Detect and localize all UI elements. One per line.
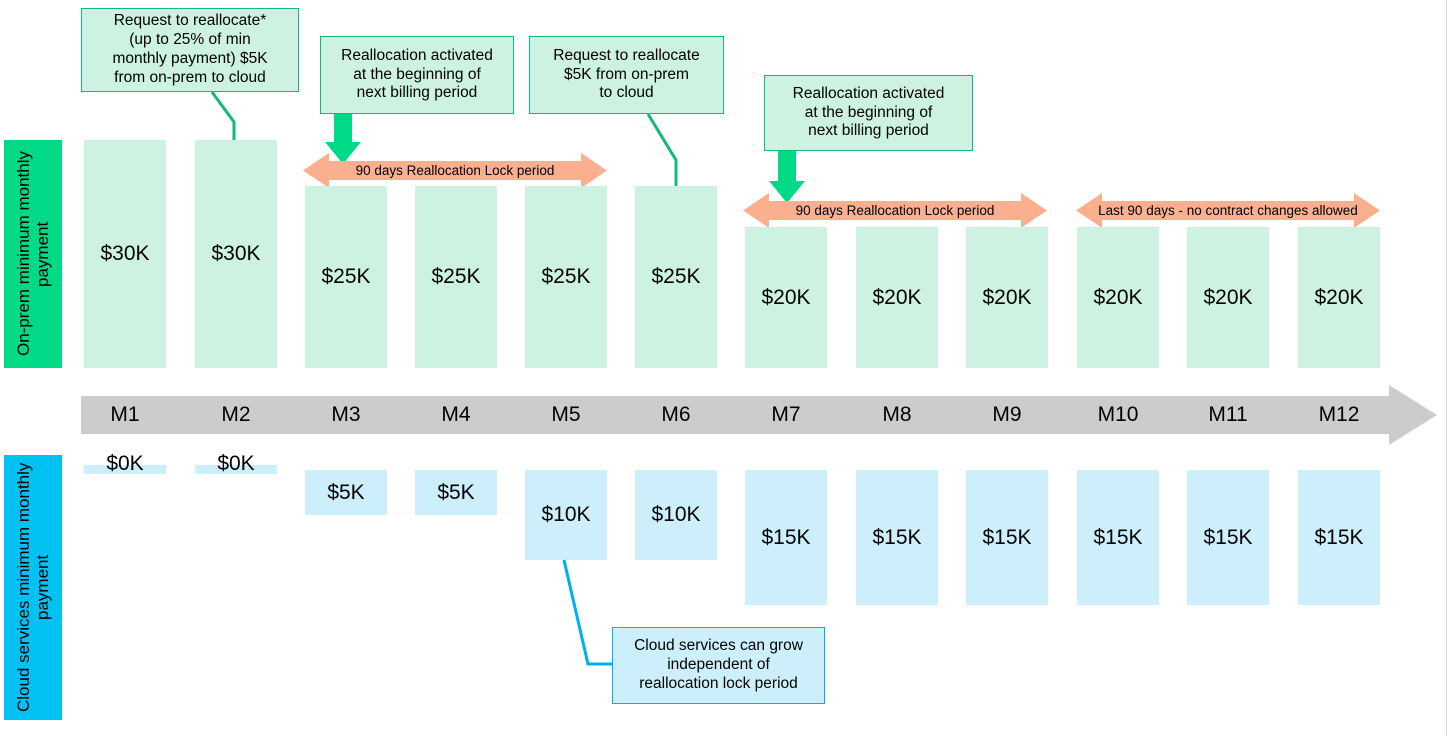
bar-onprem-m7: $20K bbox=[745, 227, 827, 368]
bar-onprem-m1: $30K bbox=[84, 140, 166, 368]
bar-onprem-m4-value: $25K bbox=[431, 265, 481, 288]
bar-cloud-m5-value: $10K bbox=[541, 503, 591, 526]
bar-cloud-m9: $15K bbox=[966, 470, 1048, 605]
bar-cloud-m12-value: $15K bbox=[1314, 525, 1364, 549]
cloud-row-label: Cloud services minimum monthly payment bbox=[4, 455, 62, 720]
lock-period-band-1: 90 days Reallocation Lock period bbox=[303, 153, 607, 188]
bar-cloud-m3-value: $5K bbox=[327, 480, 365, 504]
month-label-m6: M6 bbox=[661, 403, 691, 426]
bar-cloud-m5: $10K bbox=[525, 470, 607, 560]
bar-onprem-m5: $25K bbox=[525, 186, 607, 368]
bar-cloud-m3: $5K bbox=[305, 470, 387, 515]
month-label-m12: M12 bbox=[1318, 403, 1360, 426]
bar-cloud-m12: $15K bbox=[1298, 470, 1380, 605]
bar-cloud-m10-value: $15K bbox=[1093, 525, 1143, 549]
bar-onprem-m3: $25K bbox=[305, 186, 387, 368]
timeline-shaft bbox=[81, 396, 1391, 434]
bar-cloud-m1-value: $0K bbox=[106, 452, 144, 475]
leader-line-request-1 bbox=[210, 91, 252, 144]
bar-onprem-m12: $20K bbox=[1298, 227, 1380, 368]
bar-cloud-m8-value: $15K bbox=[872, 525, 922, 549]
leader-line-cloud-grow bbox=[562, 559, 624, 670]
bar-cloud-m10: $15K bbox=[1077, 470, 1159, 605]
bar-onprem-m4: $25K bbox=[415, 186, 497, 368]
onprem-row-label: On-prem minimum monthly payment bbox=[4, 140, 62, 368]
bar-cloud-m11-value: $15K bbox=[1203, 525, 1253, 549]
bar-cloud-m1: $0K bbox=[84, 452, 166, 475]
bar-onprem-m6-value: $25K bbox=[651, 265, 701, 288]
bar-cloud-m2: $0K bbox=[195, 452, 277, 475]
bar-cloud-m2-value: $0K bbox=[217, 452, 255, 475]
bar-cloud-m7: $15K bbox=[745, 470, 827, 605]
bar-cloud-m6: $10K bbox=[635, 470, 717, 560]
callout-request-reallocate-2: Request to reallocate $5K from on-prem t… bbox=[529, 36, 724, 114]
callout-reallocation-activated-2: Reallocation activated at the beginning … bbox=[764, 75, 973, 151]
bar-onprem-m2-value: $30K bbox=[211, 242, 261, 265]
bar-onprem-m8-value: $20K bbox=[872, 285, 922, 309]
bar-onprem-m10: $20K bbox=[1077, 227, 1159, 368]
bar-onprem-m11-value: $20K bbox=[1203, 285, 1253, 309]
timeline-arrow-head bbox=[1389, 385, 1437, 445]
leader-line-request-2 bbox=[646, 113, 698, 192]
bar-cloud-m9-value: $15K bbox=[982, 525, 1032, 549]
bar-onprem-m11: $20K bbox=[1187, 227, 1269, 368]
bar-onprem-m9-value: $20K bbox=[982, 285, 1032, 309]
month-label-m3: M3 bbox=[331, 403, 361, 426]
bar-onprem-m5-value: $25K bbox=[541, 265, 591, 288]
bar-onprem-m10-value: $20K bbox=[1093, 285, 1143, 309]
month-label-m7: M7 bbox=[771, 403, 801, 426]
month-label-m1: M1 bbox=[110, 403, 140, 426]
bar-cloud-m4-value: $5K bbox=[437, 480, 475, 504]
bar-cloud-m11: $15K bbox=[1187, 470, 1269, 605]
down-arrow-activated-1 bbox=[316, 114, 370, 164]
last-90-days-band: Last 90 days - no contract changes allow… bbox=[1076, 193, 1380, 228]
bar-cloud-m4: $5K bbox=[415, 470, 497, 515]
bar-onprem-m2: $30K bbox=[195, 140, 277, 368]
timeline-arrow bbox=[81, 385, 1437, 445]
month-label-m4: M4 bbox=[441, 403, 471, 426]
callout-request-reallocate-1: Request to reallocate* (up to 25% of min… bbox=[81, 8, 299, 92]
month-label-m8: M8 bbox=[882, 403, 912, 426]
bar-onprem-m3-value: $25K bbox=[321, 265, 371, 288]
bar-cloud-m6-value: $10K bbox=[651, 503, 701, 526]
callout-reallocation-activated-1: Reallocation activated at the beginning … bbox=[320, 36, 514, 114]
bar-onprem-m1-value: $30K bbox=[100, 242, 150, 265]
bar-onprem-m8: $20K bbox=[856, 227, 938, 368]
bar-onprem-m7-value: $20K bbox=[761, 285, 811, 309]
month-label-m11: M11 bbox=[1208, 403, 1248, 426]
down-arrow-activated-2 bbox=[760, 151, 814, 203]
bar-cloud-m8: $15K bbox=[856, 470, 938, 605]
month-label-m2: M2 bbox=[221, 403, 251, 426]
month-label-m10: M10 bbox=[1097, 403, 1139, 426]
callout-cloud-grow: Cloud services can grow independent of r… bbox=[612, 627, 825, 704]
bar-onprem-m6: $25K bbox=[635, 186, 717, 368]
bar-onprem-m12-value: $20K bbox=[1314, 285, 1364, 309]
month-label-m5: M5 bbox=[551, 403, 581, 426]
bar-onprem-m9: $20K bbox=[966, 227, 1048, 368]
lock-period-band-2: 90 days Reallocation Lock period bbox=[743, 193, 1047, 228]
month-label-m9: M9 bbox=[992, 403, 1022, 426]
bar-cloud-m7-value: $15K bbox=[761, 525, 811, 549]
